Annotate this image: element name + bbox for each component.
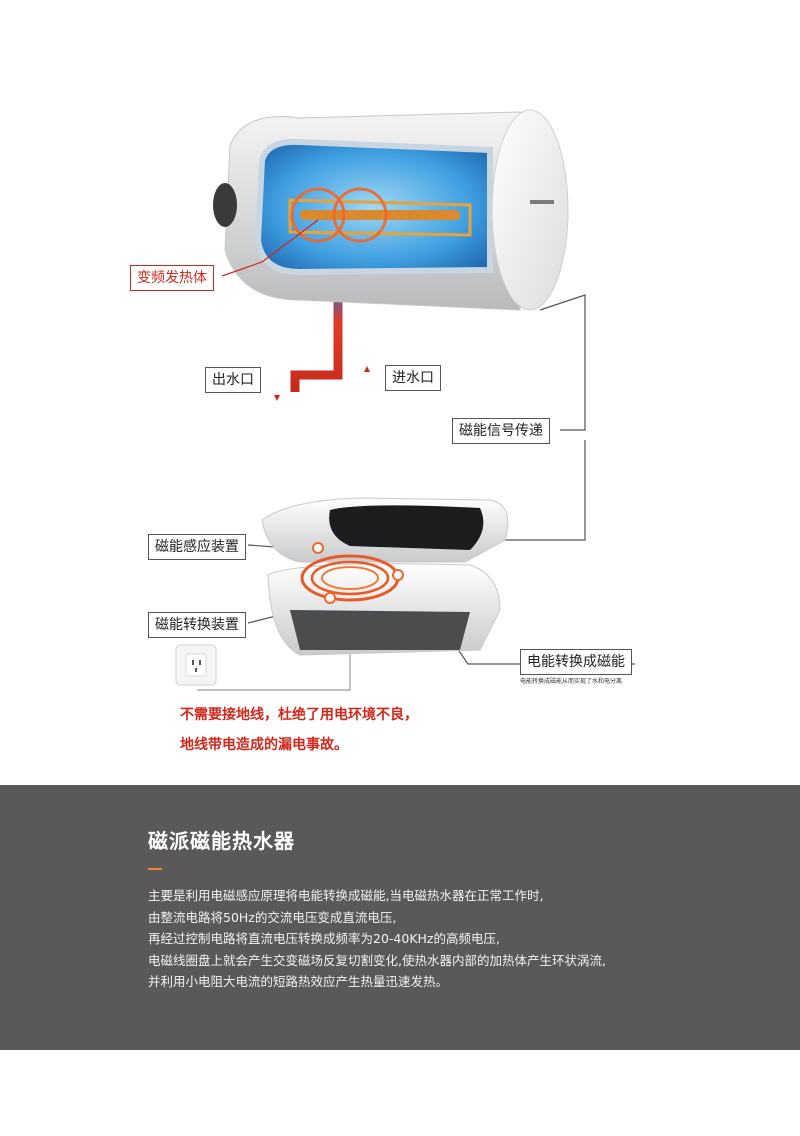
description-line: 由整流电路将50Hz的交流电压变成直流电压, [148,909,397,925]
description-line: 主要是利用电磁感应原理将电能转换成磁能,当电磁热水器在正常工作时, [148,888,544,903]
diagram-illustration [175,109,635,691]
panel-title: 磁派磁能热水器 [148,829,295,853]
heater-element-label: 变频发热体 [130,265,214,291]
description-panel: 磁派磁能热水器 主要是利用电磁感应原理将电能转换成磁能,当电磁热水器在正常工作时… [0,785,800,1050]
description-line: 再经过控制电路将直流电压转换成频率为20-40KHz的高频电压, [148,931,500,946]
conversion-device-label: 磁能转换装置 [148,612,246,638]
warning-line-2: 地线带电造成的漏电事故。 [180,737,348,753]
induction-device-label: 磁能感应装置 [148,534,246,560]
induction-base [261,497,509,656]
description-line: 电磁线圈盘上就会产生交变磁场反复切割变化,使热水器内部的加热体产生环状涡流, [148,952,606,968]
title-accent-rule [148,868,162,870]
warning-line-1: 不需要接地线，杜绝了用电环境不良， [180,707,418,723]
electric-to-magnetic-label: 电能转换成磁能 [520,649,632,675]
water-inlet-label: 进水口 [385,365,441,391]
product-diagram: 变频发热体 出水口 进水口 磁能信号传递 磁能感应装置 磁能转换装置 电能转换成… [130,109,635,760]
panel-description: 主要是利用电磁感应原理将电能转换成磁能,当电磁热水器在正常工作时, 由整流电路将… [148,885,606,993]
wall-socket-icon [175,644,217,686]
grounding-warning: 不需要接地线，杜绝了用电环境不良， 地线带电造成的漏电事故。 [180,700,418,760]
description-line: 并利用小电阻大电流的短路热效应产生热量迅速发热。 [148,974,449,989]
water-outlet-label: 出水口 [205,367,261,393]
signal-transfer-label: 磁能信号传递 [452,418,550,444]
electric-to-magnetic-note: 电能转换成磁能从而实现了水和电分离 [520,678,623,685]
water-heater-tank [213,109,569,311]
